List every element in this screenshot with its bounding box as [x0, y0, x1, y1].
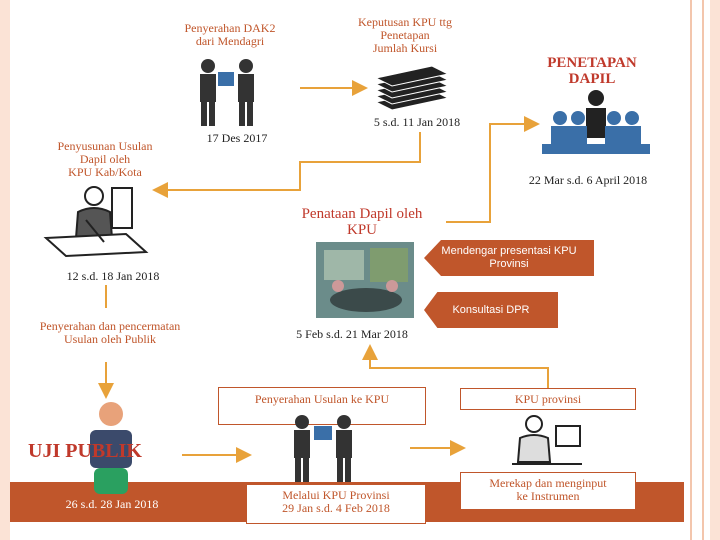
dak2-title: Penyerahan DAK2 dari Mendagri [184, 21, 276, 48]
meeting-table-icon [542, 90, 650, 154]
arrow-keputusan-penyusunan [152, 132, 421, 198]
penetapan-title: PENETAPAN DAPIL [547, 55, 637, 87]
pencermatan-title: Penyerahan dan pencermatan Usulan oleh P… [39, 319, 181, 346]
worker-computer-icon [512, 415, 582, 465]
uji-publik-title: UJI PUBLIK [28, 440, 142, 462]
sub-step-konsultasi: Konsultasi DPR [424, 292, 558, 328]
document-stack-icon [374, 65, 450, 111]
uji-publik-date: 26 s.d. 28 Jan 2018 [65, 497, 159, 511]
usulan-kpu-title: Penyerahan Usulan ke KPU [218, 387, 426, 425]
dak2-date: 17 Des 2017 [206, 131, 268, 145]
meeting-photo-icon [316, 242, 414, 318]
handover-people-icon [294, 415, 352, 482]
penyusunan-date: 12 s.d. 18 Jan 2018 [66, 269, 160, 283]
keputusan-title: Keputusan KPU ttg Penetapan Jumlah Kursi [358, 15, 452, 55]
keputusan-date: 5 s.d. 11 Jan 2018 [373, 115, 461, 129]
kpu-provinsi-note: Merekap dan menginput ke Instrumen [460, 472, 636, 510]
sub-step-presentasi: Mendengar presentasi KPU Provinsi [424, 240, 594, 276]
penetapan-date: 22 Mar s.d. 6 April 2018 [528, 173, 648, 187]
arrow-provinsi-penataan [362, 344, 549, 388]
penataan-date: 5 Feb s.d. 21 Mar 2018 [296, 327, 408, 341]
kpu-provinsi-title: KPU provinsi [460, 388, 636, 410]
handover-people-icon [200, 59, 254, 126]
right-stripe [690, 0, 704, 540]
penyusunan-title: Penyusunan Usulan Dapil oleh KPU Kab/Kot… [57, 139, 153, 179]
arrow-penataan-penetapan [446, 116, 540, 223]
penataan-title: Penataan Dapil oleh KPU [301, 206, 423, 238]
person-icon [90, 402, 132, 494]
usulan-kpu-note: Melalui KPU Provinsi 29 Jan s.d. 4 Feb 2… [246, 484, 426, 524]
writer-desk-icon [43, 186, 149, 258]
